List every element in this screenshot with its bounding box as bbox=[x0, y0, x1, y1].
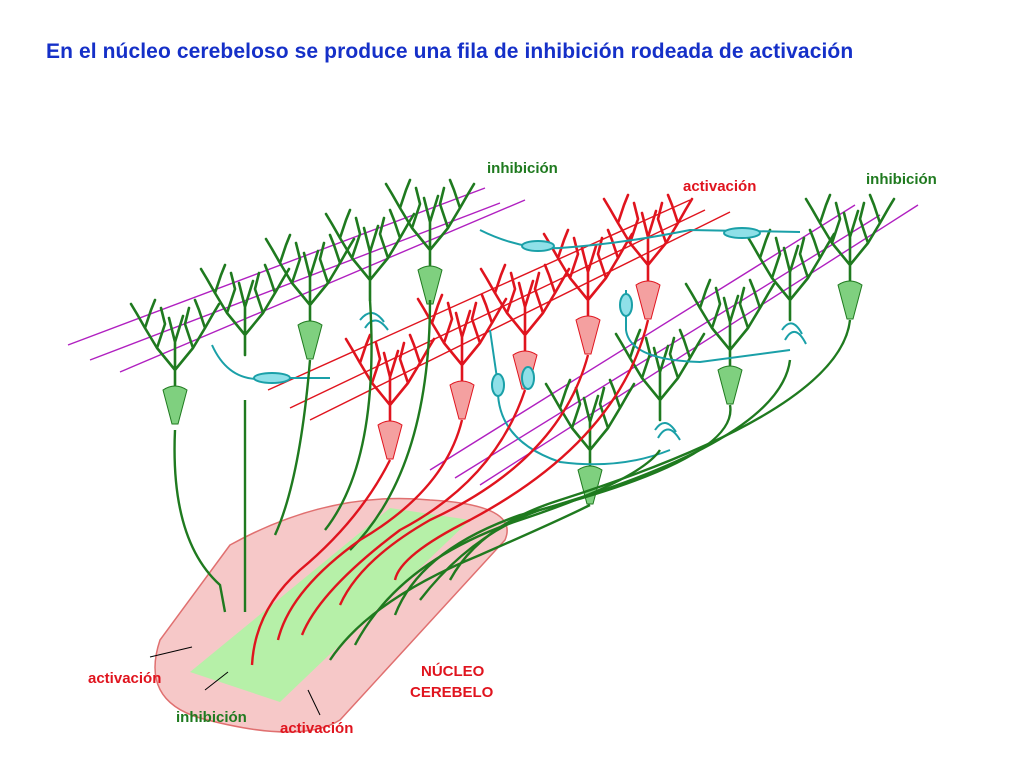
inhibition-band bbox=[190, 508, 470, 702]
interneurons bbox=[211, 227, 807, 466]
label-top-activation: activación bbox=[683, 178, 756, 195]
label-bottom-inhibition: inhibición bbox=[176, 709, 247, 726]
label-bottom-activation-left: activación bbox=[88, 670, 161, 687]
parallel-fibers-activated bbox=[267, 199, 731, 421]
leader-lines bbox=[149, 646, 321, 716]
cerebellar-nucleus bbox=[154, 497, 508, 733]
inhibitory-axons bbox=[173, 299, 852, 661]
label-top-inhibition-left: inhibición bbox=[487, 160, 558, 177]
label-top-inhibition-right: inhibición bbox=[866, 171, 937, 188]
page-title: En el núcleo cerebeloso se produce una f… bbox=[46, 40, 854, 63]
excitatory-axons bbox=[250, 319, 650, 666]
label-nucleus-line1: NÚCLEO bbox=[421, 662, 485, 680]
label-bottom-activation-right: activación bbox=[280, 720, 353, 737]
label-nucleus-line2: CEREBELO bbox=[410, 684, 494, 701]
